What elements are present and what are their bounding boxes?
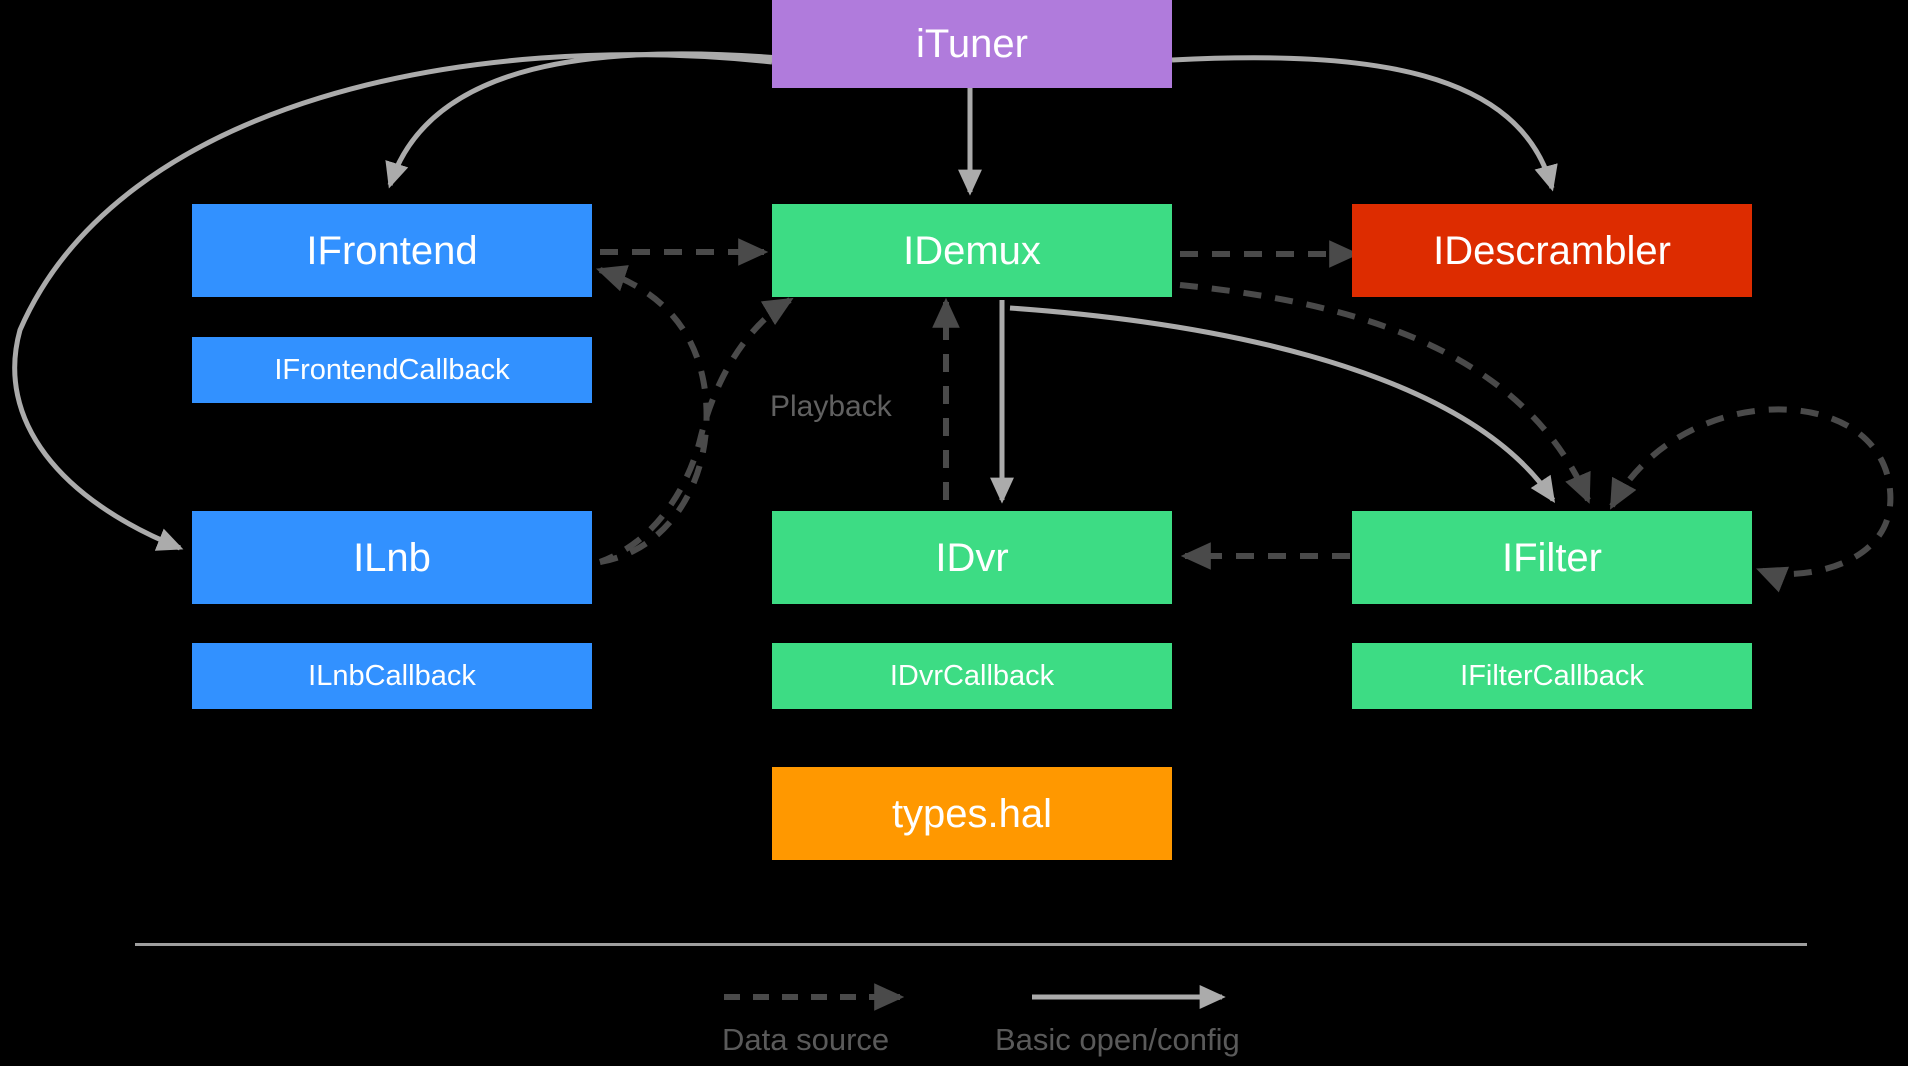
node-types-hal-label: types.hal <box>891 791 1053 836</box>
node-idvr-label: IDvr <box>935 535 1009 580</box>
edge-idemux-ifrontend <box>598 297 794 565</box>
node-ifrontend[interactable]: IFrontend <box>192 204 592 297</box>
node-ifiltercallback-label: IFilterCallback <box>1460 659 1644 692</box>
edge-ituner-ifrontend <box>385 51 781 189</box>
node-idescrambler-label: IDescrambler <box>1433 228 1671 273</box>
node-ilnb[interactable]: ILnb <box>192 511 592 604</box>
legend-item-data-source: Data source <box>722 1022 889 1058</box>
edge-label-playback-text: Playback <box>770 390 892 423</box>
node-idemux-label: IDemux <box>903 228 1041 273</box>
node-ilnbcallback[interactable]: ILnbCallback <box>192 643 592 709</box>
edge-idemux-ifilter-dashed <box>1179 282 1591 504</box>
node-ituner-label: iTuner <box>916 22 1028 66</box>
edge-ituner-idescrambler <box>1171 55 1558 192</box>
node-ilnbcallback-label: ILnbCallback <box>308 659 476 692</box>
node-idescrambler[interactable]: IDescrambler <box>1352 204 1752 297</box>
edge-idemux-ifilter <box>1009 305 1556 504</box>
node-idvrcallback[interactable]: IDvrCallback <box>772 643 1172 709</box>
node-idvrcallback-label: IDvrCallback <box>889 659 1055 692</box>
legend-divider <box>135 943 1807 946</box>
node-ituner[interactable]: iTuner <box>772 0 1172 88</box>
node-ifiltercallback[interactable]: IFilterCallback <box>1352 643 1752 709</box>
node-ifilter[interactable]: IFilter <box>1352 511 1752 604</box>
node-types-hal[interactable]: types.hal <box>772 767 1172 860</box>
edge-ituner-ilnb <box>12 52 773 551</box>
node-idvr[interactable]: IDvr <box>772 511 1172 604</box>
node-ifrontend-label: IFrontend <box>306 228 478 273</box>
legend-item-basic-config: Basic open/config <box>995 1022 1240 1058</box>
node-ifrontendcallback[interactable]: IFrontendCallback <box>192 337 592 403</box>
node-ilnb-label: ILnb <box>353 535 431 580</box>
legend-item-data-source-label: Data source <box>722 1022 890 1057</box>
edge-ilnb-ifrontend <box>596 265 710 565</box>
legend-item-basic-config-label: Basic open/config <box>995 1022 1240 1057</box>
node-ifrontendcallback-label: IFrontendCallback <box>274 353 510 386</box>
node-idemux[interactable]: IDemux <box>772 204 1172 297</box>
node-ifilter-label: IFilter <box>1502 535 1602 580</box>
edge-label-playback: Playback <box>770 390 892 424</box>
